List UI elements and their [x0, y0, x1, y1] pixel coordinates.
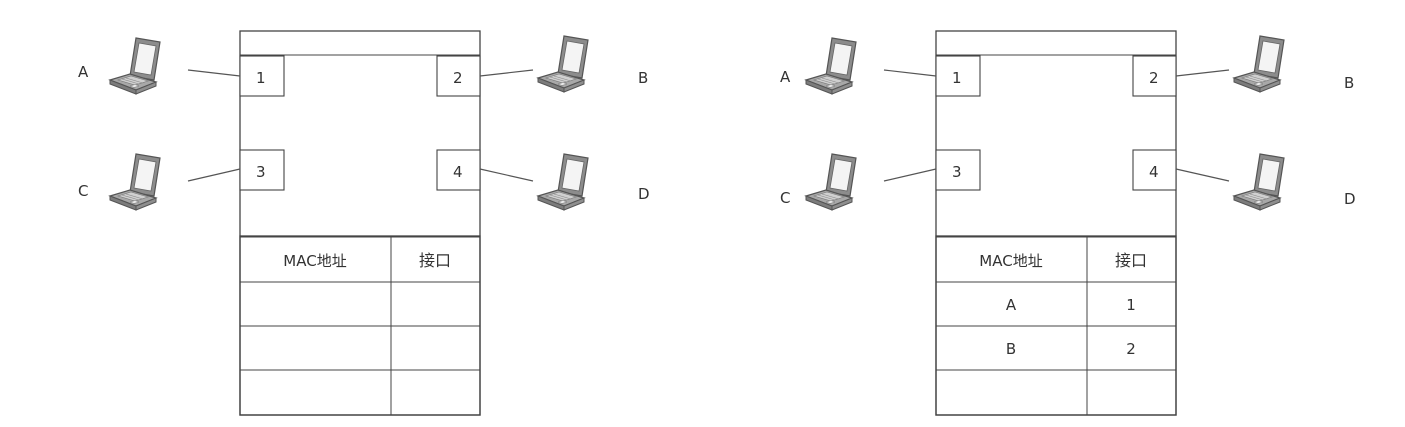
port-2 [1132, 55, 1177, 97]
laptop-icon [109, 37, 161, 95]
host-label-c: C [78, 182, 88, 200]
switch-diagram-right: 1 2 3 4 MAC地址 接口 A 1 B 2 [780, 30, 1356, 416]
port-4-label: 4 [1149, 163, 1159, 181]
link-c [187, 168, 241, 182]
host-label-b: B [1344, 74, 1354, 92]
link-d [479, 168, 534, 182]
host-label-a: A [78, 63, 89, 81]
mac-table-cell: B [1006, 340, 1016, 358]
laptop-icon [805, 153, 857, 211]
laptop-icon [805, 37, 857, 95]
host-label-c: C [780, 189, 790, 207]
laptop-icon [109, 153, 161, 211]
port-3-label: 3 [256, 163, 266, 181]
mac-table-header-port: 接口 [419, 251, 451, 270]
link-a [187, 69, 241, 77]
port-4 [436, 149, 481, 191]
mac-table-cell: 1 [1126, 296, 1136, 314]
mac-table-header-mac: MAC地址 [979, 252, 1042, 270]
mac-table: MAC地址 接口 [239, 235, 481, 416]
mac-table: MAC地址 接口 A 1 B 2 [935, 235, 1177, 416]
port-2-label: 2 [453, 69, 463, 87]
link-a [883, 69, 937, 77]
mac-table-cell: 2 [1126, 340, 1136, 358]
host-label-a: A [780, 68, 791, 86]
link-b [479, 69, 534, 77]
port-4 [1132, 149, 1177, 191]
link-d [1175, 168, 1230, 182]
laptop-icon [1233, 153, 1285, 211]
port-4-label: 4 [453, 163, 463, 181]
port-3-label: 3 [952, 163, 962, 181]
mac-table-cell: A [1006, 296, 1017, 314]
link-b [1175, 69, 1230, 77]
port-3 [935, 149, 981, 191]
port-2 [436, 55, 481, 97]
laptop-icon [1233, 35, 1285, 93]
port-1-label: 1 [256, 69, 266, 87]
laptop-icon [537, 35, 589, 93]
port-1 [239, 55, 285, 97]
switch-diagram-left: 1 2 3 4 MAC地址 接口 [78, 30, 650, 416]
port-3 [239, 149, 285, 191]
mac-table-header-port: 接口 [1115, 251, 1147, 270]
port-2-label: 2 [1149, 69, 1159, 87]
link-c [883, 168, 937, 182]
host-label-d: D [1344, 190, 1356, 208]
port-1-label: 1 [952, 69, 962, 87]
laptop-icon [537, 153, 589, 211]
host-label-d: D [638, 185, 650, 203]
host-label-b: B [638, 69, 648, 87]
mac-table-header-mac: MAC地址 [283, 252, 346, 270]
